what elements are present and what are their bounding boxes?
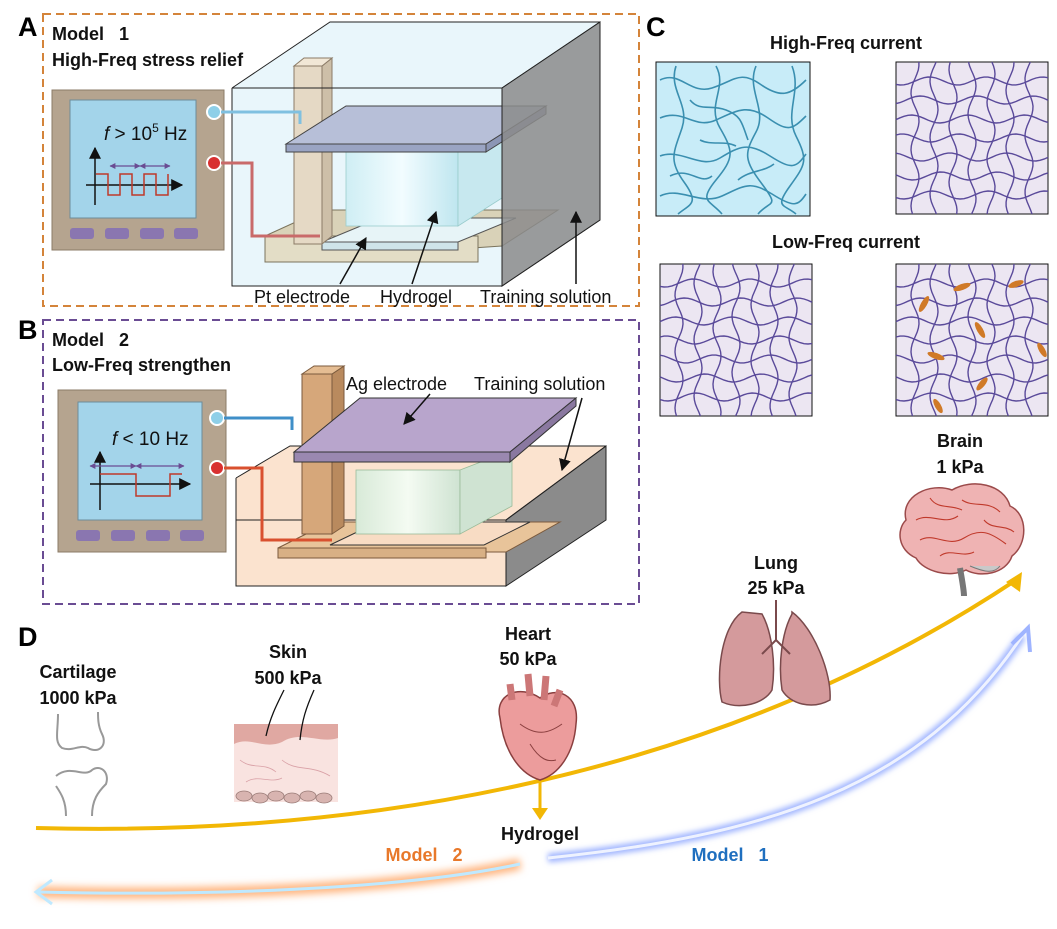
wire-blue-b (224, 416, 294, 430)
freq-condition-a: > 10 (109, 124, 152, 145)
panel-d: D Hydrogel Model 1 Model 2 Brain 1 kPa L… (18, 431, 1032, 906)
curve-arrowhead (1006, 572, 1022, 592)
oscilloscope-screen-b (77, 401, 203, 521)
loose-network-image (655, 61, 811, 217)
panel-b-letter: B (18, 315, 38, 345)
svg-text:f < 10 Hz: f < 10 Hz (112, 429, 189, 450)
tissue-modulus-lung: 25 kPa (747, 578, 805, 598)
freq-exponent-a: 5 (152, 121, 159, 135)
wire-red-a (221, 161, 320, 238)
tissue-name-cartilage: Cartilage (39, 662, 116, 682)
hydrogel-block-a (345, 147, 459, 227)
tissue-modulus-cartilage: 1000 kPa (39, 688, 117, 708)
label-training-solution-a: Training solution (480, 287, 611, 307)
tissue-name-heart: Heart (505, 624, 551, 644)
freq-condition-b: < 10 Hz (117, 429, 188, 450)
hydrogel-block-b (355, 469, 461, 535)
red-terminal-b (209, 460, 225, 476)
tissue-name-lung: Lung (754, 553, 798, 573)
panel-d-letter: D (18, 622, 38, 652)
function-generator-b: f < 10 Hz (57, 389, 227, 553)
knob-button[interactable] (146, 530, 170, 541)
panel-b-border (42, 319, 640, 605)
square-wave-a (96, 173, 169, 196)
dense-network-image (659, 263, 813, 417)
electrode-post-a (293, 65, 323, 245)
label-model1-d: Model 1 (691, 845, 768, 865)
tissue-modulus-heart: 50 kPa (499, 649, 557, 669)
knob-button[interactable] (140, 228, 164, 239)
dense-network-image (895, 61, 1049, 215)
wire-blue-a (221, 110, 302, 124)
joint-icon (55, 711, 108, 817)
blue-terminal-b (209, 410, 225, 426)
knob-button[interactable] (105, 228, 129, 239)
label-pt-electrode: Pt electrode (254, 287, 350, 307)
stiffness-curve (35, 578, 1018, 831)
panel-c: C High-Freq current Low-Freq current (646, 12, 1049, 417)
panel-b-model-label: Model 2 (52, 330, 129, 350)
dense-network-image (895, 263, 1049, 417)
freq-symbol-a: f (104, 124, 111, 145)
panel-a-border (42, 13, 640, 307)
panel-a-subtitle: High-Freq stress relief (52, 50, 244, 70)
lung-icon (718, 600, 831, 707)
panel-a: A Model 1 High-Freq stress relief f > 10… (18, 12, 640, 307)
panel-b: B Model 2 Low-Freq strengthen f < 10 Hz (18, 315, 640, 605)
knob-button[interactable] (174, 228, 198, 239)
label-model2-d: Model 2 (385, 845, 462, 865)
knob-button[interactable] (70, 228, 94, 239)
tissue-modulus-skin: 500 kPa (254, 668, 322, 688)
svg-text:f > 105 Hz: f > 105 Hz (104, 121, 187, 145)
label-hydrogel-d: Hydrogel (501, 824, 579, 844)
label-hydrogel-a: Hydrogel (380, 287, 452, 307)
blue-terminal-a (206, 104, 222, 120)
panel-a-model-label: Model 1 (52, 24, 129, 44)
label-training-solution-b: Training solution (474, 374, 605, 394)
freq-symbol-b: f (112, 429, 119, 450)
knob-button[interactable] (111, 530, 135, 541)
freq-unit-a: Hz (159, 124, 188, 145)
crystalline-domains (918, 280, 1047, 414)
brain-icon (899, 483, 1025, 597)
red-terminal-a (206, 155, 222, 171)
panel-c-letter: C (646, 12, 666, 42)
skin-icon (234, 689, 338, 804)
label-ag-electrode: Ag electrode (346, 374, 447, 394)
high-freq-title: High-Freq current (770, 33, 922, 53)
low-freq-title: Low-Freq current (772, 232, 920, 252)
tissue-name-skin: Skin (269, 642, 307, 662)
function-generator-a: f > 105 Hz (51, 89, 225, 251)
oscilloscope-screen-a (69, 99, 197, 219)
training-tank-b (224, 365, 607, 587)
tissue-modulus-brain: 1 kPa (936, 457, 984, 477)
wire-red-b (224, 466, 332, 542)
knob-button[interactable] (180, 530, 204, 541)
model2-arrow (33, 858, 522, 906)
knob-button[interactable] (76, 530, 100, 541)
training-tank-a (221, 21, 601, 287)
panel-b-subtitle: Low-Freq strengthen (52, 355, 231, 375)
tissue-name-brain: Brain (937, 431, 983, 451)
panel-a-letter: A (18, 12, 38, 42)
model1-arrow (547, 623, 1032, 863)
heart-icon (498, 673, 578, 781)
square-wave-b (100, 473, 182, 497)
